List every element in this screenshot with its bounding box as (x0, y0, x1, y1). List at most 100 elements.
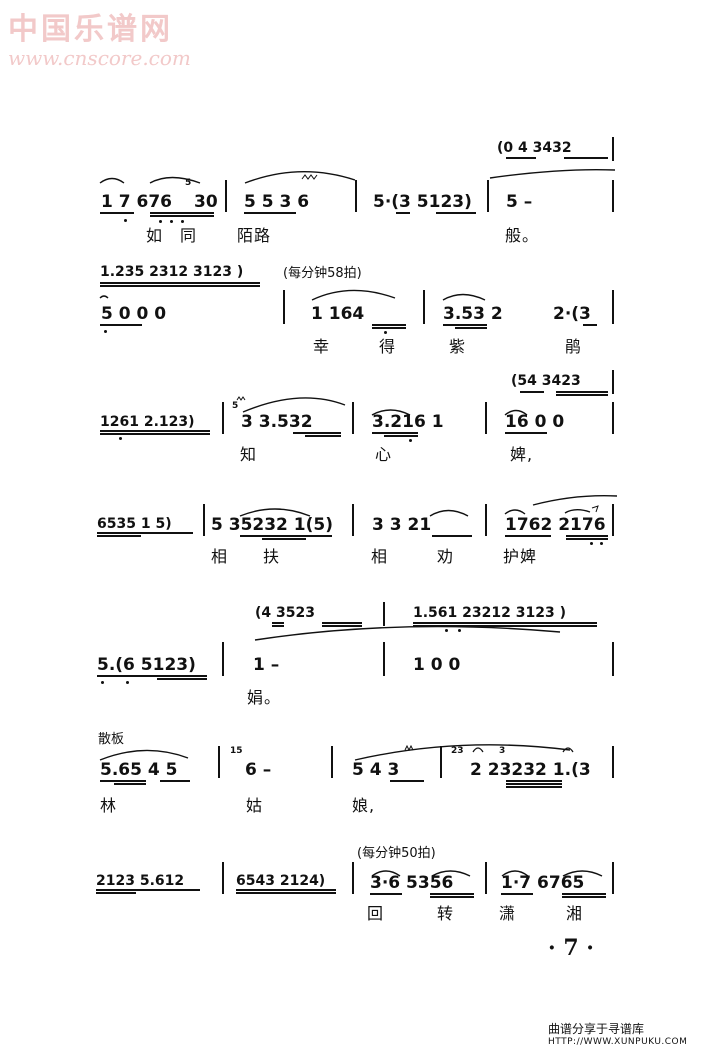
underline (160, 780, 190, 782)
row3-measure1: 1261 2.123) (100, 414, 195, 430)
octave-dot (590, 542, 593, 545)
octave-dot (181, 220, 184, 223)
row4-lyric: 护婢 (503, 547, 538, 566)
slur (501, 870, 529, 877)
underline (505, 535, 551, 537)
row7-tempo: (每分钟50拍) (357, 846, 436, 861)
underline (372, 432, 418, 434)
grace-note: 5 (185, 178, 192, 188)
row5-measure2: 1 – (253, 655, 280, 675)
slur (442, 293, 486, 301)
underline (372, 327, 406, 329)
slur (564, 509, 591, 514)
barline (485, 402, 487, 434)
underline (262, 538, 306, 540)
row3-measure4: 16 0 0 (505, 412, 565, 432)
row1-prelude: (0 4 3432 (497, 140, 572, 156)
row6-measure1: 5.65 4 5 (100, 760, 178, 780)
row1-measure4: 5 – (506, 192, 533, 212)
row1-measure1: 1 7 676 (101, 192, 172, 212)
barline (383, 602, 385, 626)
watermark-site-name: 中国乐谱网 (8, 12, 173, 47)
row6-measure3: 5 4 3 (352, 760, 400, 780)
underline (100, 780, 146, 782)
row2-prelude: 1.235 2312 3123 ) (100, 264, 244, 280)
slur (429, 509, 469, 517)
row2-measure3: 3.53 2 (443, 304, 503, 324)
slur (489, 168, 616, 179)
barline (612, 746, 614, 778)
row2-measure1: 5 0 0 0 (101, 304, 167, 324)
grace-note: 5 (232, 401, 239, 411)
barline (485, 504, 487, 536)
row4-measure3: 3 3 21 (372, 515, 432, 535)
slur (242, 397, 346, 413)
underline (562, 896, 606, 898)
underline (566, 538, 608, 540)
underline (100, 430, 210, 432)
underline (100, 433, 210, 435)
slur (311, 289, 396, 301)
row1-lyric: 般。 (505, 226, 540, 245)
grace-note: 23 (451, 746, 464, 756)
underline (100, 212, 134, 214)
barline (423, 290, 425, 324)
row1-lyric: 陌路 (237, 226, 272, 245)
row6-measure4: 2 23232 1.(3 (470, 760, 591, 780)
barline (352, 402, 354, 434)
underline (100, 285, 260, 287)
underline (436, 212, 476, 214)
row4-measure4: 1762 2176 (505, 515, 606, 535)
octave-dot (170, 220, 173, 223)
underline (157, 678, 207, 680)
underline (97, 675, 207, 677)
row1-lyric: 同 (180, 226, 198, 245)
row5-prelude1: (4 3523 (255, 605, 315, 621)
row2-tempo: (每分钟58拍) (283, 266, 362, 281)
underline (430, 893, 474, 895)
octave-dot (119, 437, 122, 440)
underline (240, 535, 332, 537)
underline (96, 889, 200, 891)
footer-url[interactable]: HTTP://WWW.XUNPUKU.COM (548, 1037, 688, 1047)
barline (440, 746, 442, 778)
slur (562, 870, 603, 877)
underline (390, 780, 424, 782)
underline (430, 896, 474, 898)
underline (506, 786, 562, 788)
underline (96, 892, 136, 894)
watermark-url: www.cnscore.com (8, 46, 191, 70)
row4-lyric: 相 (211, 547, 229, 566)
slur (149, 176, 201, 184)
row4-lyric: 劝 (437, 547, 455, 566)
row5-measure1: 5.(6 5123) (97, 655, 196, 675)
barline (612, 137, 614, 161)
slur (99, 177, 125, 184)
underline (236, 889, 336, 891)
underline (396, 212, 410, 214)
slur (431, 870, 471, 877)
octave-dot (445, 629, 448, 632)
underline (520, 391, 544, 393)
row7-lyric: 转 (437, 904, 455, 923)
trill-mark (301, 174, 318, 180)
barline (612, 290, 614, 324)
row7-lyric: 湘 (566, 904, 584, 923)
row3-lyric: 知 (240, 445, 258, 464)
slur (244, 170, 356, 184)
barline (203, 504, 205, 536)
slur (254, 625, 561, 641)
trill-mark (236, 396, 246, 401)
row6-lyric: 娘, (352, 796, 376, 815)
row3-prelude: (54 3423 (511, 373, 581, 389)
underline (556, 394, 608, 396)
row7-measure2: 6543 2124) (236, 873, 326, 889)
barline (331, 746, 333, 778)
row2-lyric: 得 (379, 337, 397, 356)
underline (322, 625, 362, 627)
underline (583, 324, 597, 326)
row1-measure3: 5·(3 5123) (373, 192, 472, 212)
slur (239, 508, 311, 517)
octave-dot (409, 439, 412, 442)
